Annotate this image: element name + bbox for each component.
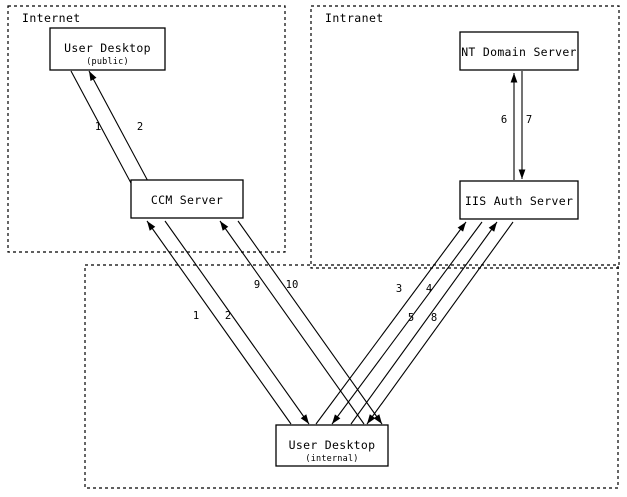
arrow-head-icon-flow-4: [332, 414, 341, 424]
flow-line-flow-4: [331, 221, 483, 425]
flow-step-label-flow-2-public: 2: [137, 121, 143, 133]
flow-arrow-flow-1-internal: [146, 220, 292, 425]
flow-step-label-flow-5: 5: [408, 312, 414, 324]
node-box-nt-domain-server[interactable]: [459, 31, 579, 71]
flow-line-flow-5: [350, 221, 498, 425]
flow-arrow-flow-6: [510, 73, 518, 180]
arrow-head-icon-flow-2-internal: [300, 414, 309, 424]
flow-step-label-flow-7: 7: [526, 114, 532, 126]
arrow-head-icon-flow-2-public: [89, 71, 97, 81]
flow-step-label-flow-10: 10: [286, 279, 299, 291]
zone-label-intranet: Intranet: [325, 11, 384, 25]
flow-arrow-flow-3: [315, 221, 467, 425]
node-label-iis-auth-server: IIS Auth Server: [465, 194, 573, 208]
node-label-user-desktop-public: User Desktop: [64, 41, 151, 55]
node-label-nt-domain-server: NT Domain Server: [461, 45, 577, 59]
flow-arrow-flow-8: [366, 221, 514, 425]
flow-step-label-flow-1-internal: 1: [193, 310, 199, 322]
zone-boundary-internet: [7, 5, 286, 253]
flow-arrow-flow-7: [518, 71, 526, 179]
flow-arrow-flow-10: [237, 220, 383, 425]
flow-step-label-flow-1-public: 1: [95, 121, 101, 133]
arrow-head-icon-flow-9: [220, 221, 229, 231]
arrow-head-icon-flow-3: [457, 222, 466, 232]
flow-step-labels-group: 1 2 1 2 9 10 3 4 5 8 6 7: [95, 114, 532, 324]
flow-step-label-flow-8: 8: [431, 312, 437, 324]
arrow-head-icon-flow-7: [518, 169, 526, 179]
node-box-user-desktop-public[interactable]: [49, 27, 166, 71]
node-nt-domain-server[interactable]: NT Domain Server: [459, 31, 579, 71]
flow-step-label-flow-9: 9: [254, 279, 260, 291]
flow-arrow-flow-5: [350, 221, 498, 425]
flow-arrow-flow-2-internal: [164, 220, 310, 425]
flow-step-label-flow-4: 4: [426, 283, 432, 295]
zone-boundary-intranet: [310, 5, 620, 269]
arrow-head-icon-flow-6: [510, 73, 518, 83]
flow-line-flow-9: [219, 220, 365, 425]
flow-step-label-flow-3: 3: [396, 283, 402, 295]
node-sublabel-user-desktop-internal: (internal): [305, 454, 358, 464]
node-sublabel-user-desktop-public: (public): [86, 57, 129, 67]
flow-step-label-flow-2-internal: 2: [225, 310, 231, 322]
arrow-head-icon-flow-5: [488, 222, 497, 232]
node-ccm-server[interactable]: CCM Server: [130, 179, 244, 219]
zone-boundaries-group: Internet Intranet: [7, 5, 620, 489]
node-boxes-group: User Desktop (public) CCM Server NT Domain …: [49, 27, 579, 467]
node-box-user-desktop-internal[interactable]: [275, 424, 389, 467]
arrow-head-icon-flow-10: [373, 414, 382, 424]
flow-line-flow-10: [237, 220, 383, 425]
flow-line-flow-2-internal: [164, 220, 310, 425]
arrow-head-icon-flow-1-internal: [147, 221, 156, 231]
zone-label-internet: Internet: [22, 11, 81, 25]
arrow-head-icon-flow-8: [367, 414, 376, 424]
node-box-iis-auth-server[interactable]: [459, 180, 579, 220]
node-user-desktop-internal[interactable]: User Desktop (internal): [275, 424, 389, 467]
flow-arrow-flow-9: [219, 220, 365, 425]
node-user-desktop-public[interactable]: User Desktop (public): [49, 27, 166, 71]
node-box-ccm-server[interactable]: [130, 179, 244, 219]
flow-line-flow-3: [315, 221, 467, 425]
node-iis-auth-server[interactable]: IIS Auth Server: [459, 180, 579, 220]
flow-step-label-flow-6: 6: [501, 114, 507, 126]
flow-line-flow-8: [366, 221, 514, 425]
node-label-user-desktop-internal: User Desktop: [289, 438, 376, 452]
flow-line-flow-1-internal: [146, 220, 292, 425]
node-label-ccm-server: CCM Server: [151, 193, 223, 207]
flow-arrow-flow-4: [331, 221, 483, 425]
zone-boundary-internal: [84, 264, 619, 489]
